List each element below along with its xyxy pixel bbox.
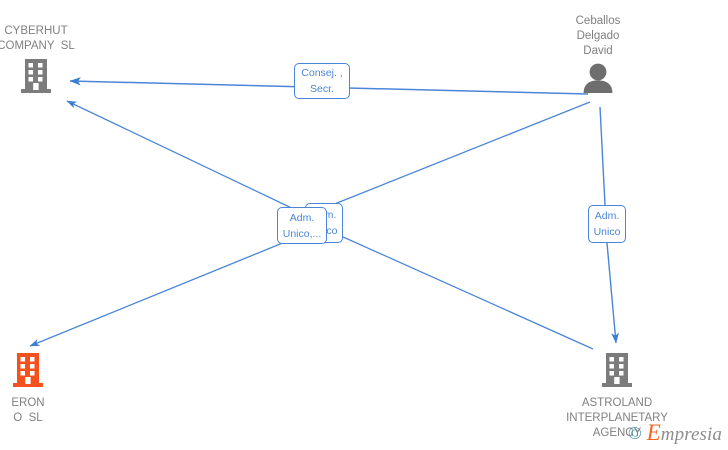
- node-company-meteron[interactable]: ERON O SL: [0, 352, 78, 426]
- company-building-icon: [19, 58, 53, 99]
- edge-person-to-adm-unico-label: [599, 106, 606, 206]
- node-caption: Ceballos Delgado David: [575, 15, 621, 57]
- edge-center-to-cyberhut: [66, 100, 301, 213]
- node-company-cyberhut[interactable]: CYBERHUT COMPANY SL: [0, 24, 86, 99]
- edge-label-adm-unico-multiple[interactable]: Adm. Unico,...: [277, 207, 327, 244]
- node-caption: CYBERHUT COMPANY SL: [0, 25, 75, 52]
- brand-rest: mpresia: [660, 424, 722, 445]
- edge-label-consejero-secretario[interactable]: Consej. , Secr.: [294, 63, 350, 99]
- edge-person-to-center-hub: [326, 101, 591, 208]
- company-building-icon: [11, 352, 45, 393]
- brand-initial: E: [646, 420, 661, 445]
- edge-label-adm-unico[interactable]: Adm. Unico: [588, 205, 626, 243]
- person-icon: [581, 63, 615, 98]
- node-caption: ASTROLAND INTERPLANETARY AGENCY: [566, 397, 668, 439]
- edge-center-to-meteron: [29, 239, 291, 347]
- empresia-wordmark: Empresia: [647, 421, 722, 444]
- node-company-astroland-interplanetary-agency[interactable]: ASTROLAND INTERPLANETARY AGENCY: [547, 352, 687, 441]
- node-caption: ERON O SL: [11, 397, 45, 424]
- copyright-icon: ©: [627, 422, 642, 443]
- node-person-ceballos-delgado-david[interactable]: Ceballos Delgado David: [548, 14, 648, 98]
- edge-center-to-astroland: [331, 231, 594, 350]
- empresia-watermark: © Empresia: [628, 421, 722, 444]
- company-building-icon: [600, 352, 634, 393]
- edge-adm-unico-label-to-astroland: [606, 242, 620, 344]
